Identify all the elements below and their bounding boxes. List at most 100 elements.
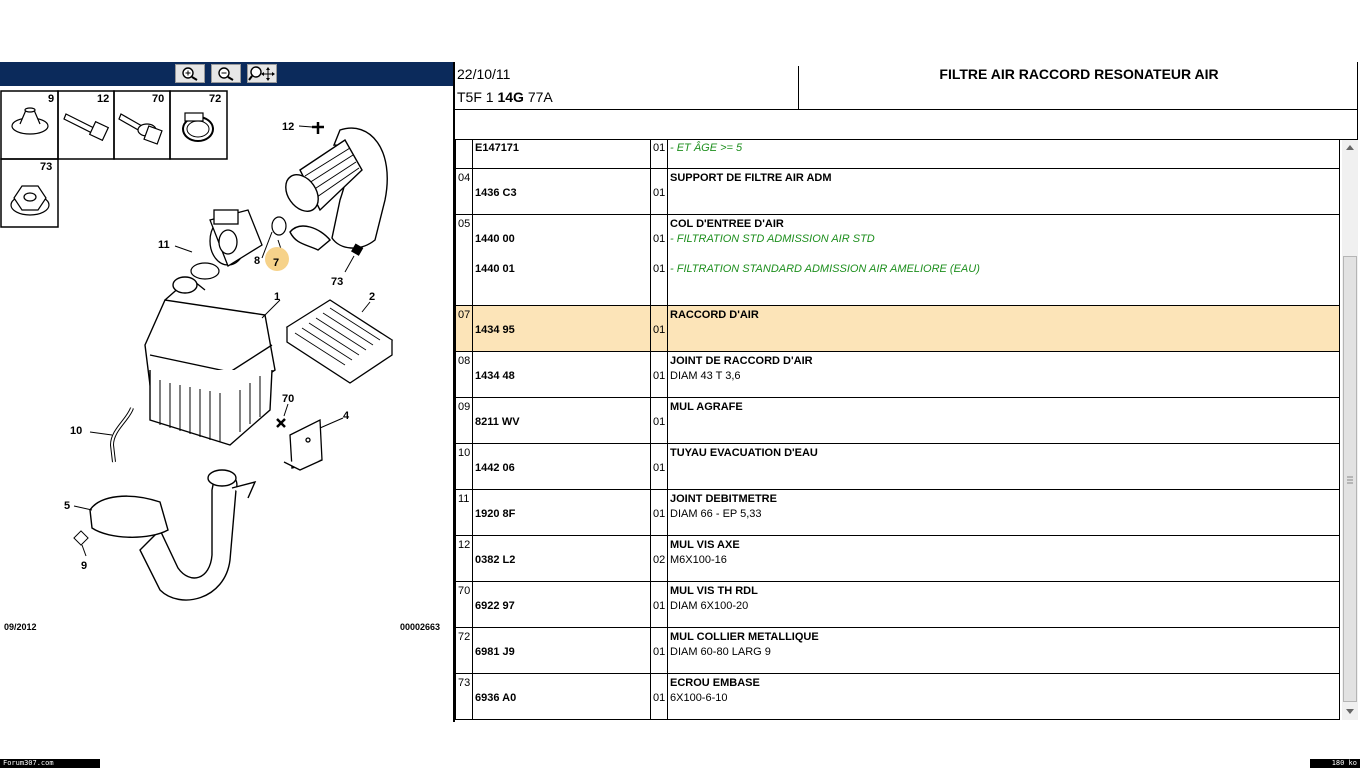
part-ref: 12 <box>458 539 471 551</box>
part-ref: 04 <box>458 172 471 184</box>
part-number: E147171 <box>475 142 520 154</box>
support-bracket <box>283 418 323 471</box>
part-desc: DIAM 66 - EP 5,33 <box>670 508 762 520</box>
callout[interactable]: 12 <box>282 121 294 133</box>
part-ref: 73 <box>458 677 471 689</box>
part-number: 1440 01 <box>475 263 515 275</box>
part-qty: 01 <box>653 692 666 704</box>
parts-scrollbar[interactable] <box>1342 140 1358 720</box>
diagram-reference: 00002663 <box>400 622 441 632</box>
screw-part <box>63 113 110 142</box>
table-row[interactable]: 12 MUL VIS AXE 0382 L2 02 M6X100-16 <box>455 536 1340 582</box>
diagram-date: 09/2012 <box>4 622 37 632</box>
legend-label: 72 <box>209 93 221 105</box>
legend-label: 73 <box>40 161 52 173</box>
table-row[interactable]: 04 SUPPORT DE FILTRE AIR ADM 1436 C3 01 <box>455 169 1340 215</box>
part-desc: DIAM 43 T 3,6 <box>670 370 741 382</box>
zoom-in-button[interactable] <box>175 64 205 83</box>
zoom-out-button[interactable] <box>211 64 241 83</box>
part-title: ECROU EMBASE <box>670 677 760 689</box>
part-ref: 08 <box>458 355 471 367</box>
part-qty: 01 <box>653 508 666 520</box>
table-row[interactable]: 09 MUL AGRAFE 8211 WV 01 <box>455 398 1340 444</box>
part-number: 0382 L2 <box>475 554 516 566</box>
part-ref: 72 <box>458 631 471 643</box>
callout[interactable]: 10 <box>70 425 82 437</box>
part-number: 1442 06 <box>475 462 515 474</box>
table-row[interactable]: 72 MUL COLLIER METALLIQUE 6981 J9 01 DIA… <box>455 628 1340 674</box>
part-title: JOINT DEBITMETRE <box>670 493 777 505</box>
air-filter-box <box>144 276 276 446</box>
header-vehicle-code: T5F 1 14G 77A <box>457 89 553 105</box>
code-bold: 14G <box>497 89 524 105</box>
part-title: RACCORD D'AIR <box>670 309 759 321</box>
part-qty: 01 <box>653 600 666 612</box>
table-row[interactable]: 05 COL D'ENTREE D'AIR 1440 00 01 - FILTR… <box>455 215 1340 306</box>
part-note: - FILTRATION STANDARD ADMISSION AIR AMEL… <box>670 263 980 275</box>
table-row[interactable]: 10 TUYAU EVACUATION D'EAU 1442 06 01 <box>455 444 1340 490</box>
part-number: 1434 95 <box>475 324 515 336</box>
part-qty: 01 <box>653 370 666 382</box>
panel-divider <box>453 62 455 722</box>
part-title: MUL COLLIER METALLIQUE <box>670 631 819 643</box>
callout[interactable]: 7 <box>273 257 279 269</box>
legend-label: 9 <box>48 93 54 105</box>
callout[interactable]: 73 <box>331 276 343 288</box>
part-qty: 01 <box>653 462 666 474</box>
callout[interactable]: 8 <box>254 255 260 267</box>
callout-labels: 12 11 8 7 73 1 2 70 4 10 5 9 <box>64 121 375 572</box>
table-row[interactable]: 11 JOINT DEBITMETRE 1920 8F 01 DIAM 66 -… <box>455 490 1340 536</box>
callout[interactable]: 2 <box>369 291 375 303</box>
part-desc: M6X100-16 <box>670 554 727 566</box>
part-number: 6981 J9 <box>475 646 515 658</box>
table-row[interactable]: E147171 01 - ET ÂGE >= 5 <box>455 140 1340 169</box>
inlet-duct <box>89 469 257 601</box>
part-qty: 02 <box>653 554 666 566</box>
nut-part <box>10 185 50 216</box>
callout[interactable]: 70 <box>282 393 294 405</box>
code-prefix: T5F 1 <box>457 89 494 105</box>
code-suffix: 77A <box>527 89 553 105</box>
part-ref: 05 <box>458 218 471 230</box>
table-row[interactable]: 73 ECROU EMBASE 6936 A0 01 6X100-6-10 <box>455 674 1340 720</box>
zoom-fit-button[interactable] <box>247 64 277 83</box>
callout[interactable]: 1 <box>274 291 280 303</box>
table-row[interactable]: 70 MUL VIS TH RDL 6922 97 01 DIAM 6X100-… <box>455 582 1340 628</box>
part-qty: 01 <box>653 233 666 245</box>
callout[interactable]: 9 <box>81 560 87 572</box>
part-ref: 10 <box>458 447 471 459</box>
part-title: MUL VIS TH RDL <box>670 585 758 597</box>
part-qty: 01 <box>653 187 666 199</box>
part-title: TUYAU EVACUATION D'EAU <box>670 447 818 459</box>
part-title: JOINT DE RACCORD D'AIR <box>670 355 813 367</box>
part-qty: 01 <box>653 324 666 336</box>
callout[interactable]: 4 <box>343 410 350 422</box>
diagram-toolbar <box>0 62 453 86</box>
table-row[interactable]: 08 JOINT DE RACCORD D'AIR 1434 48 01 DIA… <box>455 352 1340 398</box>
part-number: 1920 8F <box>475 508 516 520</box>
part-note: - ET ÂGE >= 5 <box>670 142 743 154</box>
part-desc: 6X100-6-10 <box>670 692 728 704</box>
callout[interactable]: 5 <box>64 500 70 512</box>
header-date: 22/10/11 <box>457 66 511 82</box>
part-desc: DIAM 6X100-20 <box>670 600 749 612</box>
table-row-selected[interactable]: 07 RACCORD D'AIR 1434 95 01 <box>455 306 1340 352</box>
part-desc: DIAM 60-80 LARG 9 <box>670 646 771 658</box>
part-qty: 01 <box>653 142 666 154</box>
bolt-part <box>118 113 163 145</box>
legend-label: 70 <box>152 93 164 105</box>
clip-part <box>73 530 89 546</box>
zoom-in-icon <box>182 67 198 81</box>
callout[interactable]: 11 <box>158 239 170 251</box>
part-number: 8211 WV <box>475 416 520 428</box>
zoom-fit-icon <box>248 66 275 81</box>
callout-highlight <box>265 247 289 271</box>
part-ref: 07 <box>458 309 471 321</box>
status-size: 180 ko <box>1310 759 1360 768</box>
seal-ring <box>190 262 220 280</box>
part-title: SUPPORT DE FILTRE AIR ADM <box>670 172 832 184</box>
part-note: - FILTRATION STD ADMISSION AIR STD <box>670 233 875 245</box>
scroll-up-icon <box>1346 145 1354 150</box>
scrollbar-thumb[interactable] <box>1343 256 1357 702</box>
part-number: 1440 00 <box>475 233 515 245</box>
